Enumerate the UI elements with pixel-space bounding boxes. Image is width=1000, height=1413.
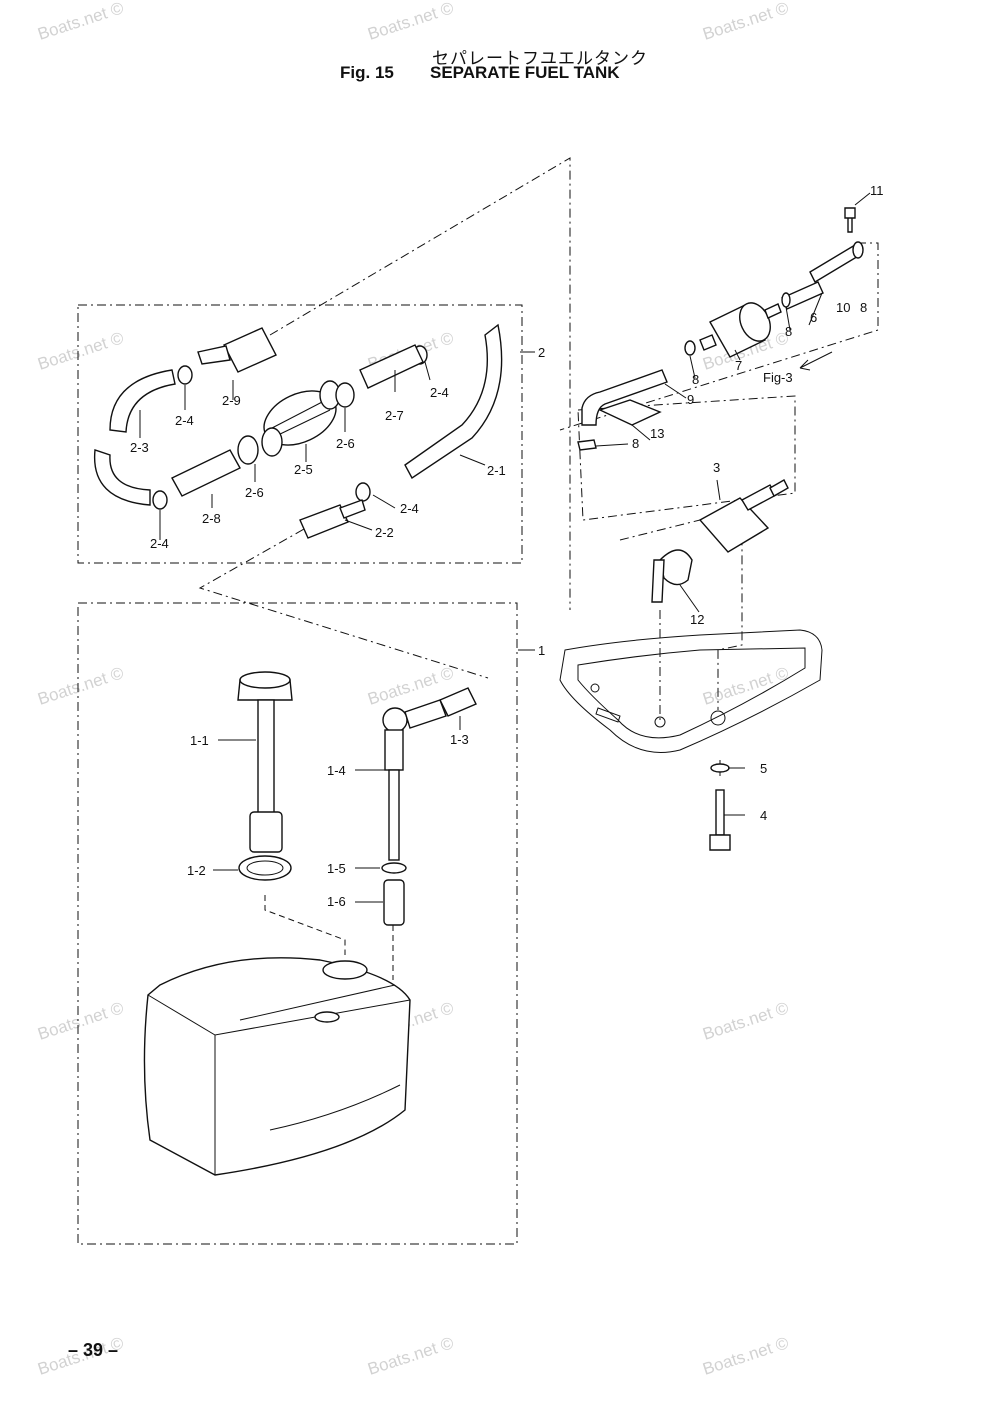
callout-2-4: 2-4 (175, 413, 194, 428)
clamp-2-4 (355, 482, 371, 502)
leader-connector-to-engine (269, 157, 571, 610)
hose-9 (581, 369, 668, 426)
callout-7: 7 (735, 358, 742, 373)
pickup-tube-1-4 (388, 769, 400, 861)
clip-8 (577, 439, 597, 451)
bolt-4 (715, 789, 725, 836)
callout-2-4: 2-4 (400, 501, 419, 516)
check-valve-2-8 (171, 449, 241, 497)
callout-11: 11 (870, 183, 884, 198)
engine-cowling (559, 629, 823, 753)
check-valve-2-7 (359, 344, 424, 389)
gauge-tube (257, 699, 275, 816)
callout-8: 8 (860, 300, 867, 315)
callout-12: 12 (690, 612, 704, 627)
callout-10: 10 (836, 300, 850, 315)
clip-8 (852, 241, 864, 259)
watermark: Boats.net © (35, 0, 126, 44)
callout-1-4: 1-4 (327, 763, 346, 778)
callout-2-6: 2-6 (336, 436, 355, 451)
callout-2-2: 2-2 (375, 525, 394, 540)
callout-2: 2 (538, 345, 545, 360)
screw-11 (844, 207, 856, 233)
leader-bracket-group (619, 509, 743, 710)
watermark: Boats.net © (700, 998, 791, 1044)
watermark: Boats.net © (365, 0, 456, 44)
callout-5: 5 (760, 761, 767, 776)
callout-2-7: 2-7 (385, 408, 404, 423)
connector-1-3 (439, 687, 477, 717)
washer-2-6 (237, 435, 259, 465)
o-ring-1-5 (381, 862, 407, 874)
watermark: Boats.net © (700, 1333, 791, 1379)
callout-2-1: 2-1 (487, 463, 506, 478)
callout-3: 3 (713, 460, 720, 475)
clamp-2-4 (177, 365, 193, 385)
fuel-joint-3 (698, 497, 770, 553)
watermark: Boats.net © (35, 328, 126, 374)
watermark-group: Boats.net © Boats.net © Boats.net © Boat… (35, 0, 791, 1379)
leader-connector-to-tank (198, 519, 489, 679)
fuel-tank-assembly (143, 671, 477, 1176)
callout-1-2: 1-2 (187, 863, 206, 878)
leader-fuel-filter-group (559, 242, 879, 431)
clip-12 (659, 549, 693, 586)
figure-title: SEPARATE FUEL TANK (430, 63, 620, 82)
clip-8 (684, 340, 696, 356)
callout-13: 13 (650, 426, 664, 441)
callout-8: 8 (692, 372, 699, 387)
page-number: – 39 – (68, 1340, 119, 1360)
callout-2-9: 2-9 (222, 393, 241, 408)
callout-leaders (139, 192, 871, 903)
plate-13 (598, 399, 662, 426)
washer-5 (710, 763, 730, 773)
group-box-fuel-tank (77, 602, 518, 1245)
connector-2-9 (223, 327, 277, 373)
hose-2-1 (404, 323, 503, 480)
callout-1-1: 1-1 (190, 733, 209, 748)
figure-number: Fig. 15 (340, 63, 394, 82)
watermark: Boats.net © (700, 0, 791, 44)
connector-2-2 (299, 504, 349, 539)
washer-2-6 (335, 382, 355, 408)
callout-8: 8 (632, 436, 639, 451)
clamp-2-4 (152, 490, 168, 510)
callout-4: 4 (760, 808, 767, 823)
callout-8: 8 (785, 324, 792, 339)
fuel-line-assembly (93, 323, 503, 539)
leader-joint-group (577, 395, 796, 521)
callout-2-5: 2-5 (294, 462, 313, 477)
hose-2-3 (109, 369, 176, 433)
elbow-1-4 (382, 707, 408, 733)
callout-2-8: 2-8 (202, 511, 221, 526)
callout-2-6: 2-6 (245, 485, 264, 500)
gasket-1-2 (238, 855, 292, 881)
watermark: Boats.net © (35, 998, 126, 1044)
tank-filler-neck (322, 960, 368, 980)
callout-2-4: 2-4 (150, 536, 169, 551)
callout-1-5: 1-5 (327, 861, 346, 876)
strainer-1-6 (383, 879, 405, 926)
callout-1: 1 (538, 643, 545, 658)
callout-labels: 11 8 10 6 8 8 7 Fig-3 9 13 8 3 12 5 4 2 … (130, 183, 884, 909)
engine-side-parts (577, 207, 864, 851)
callout-9: 9 (687, 392, 694, 407)
clip-8 (781, 292, 791, 308)
callout-1-6: 1-6 (327, 894, 346, 909)
callout-2-4: 2-4 (430, 385, 449, 400)
watermark: Boats.net © (365, 1333, 456, 1379)
watermark: Boats.net © (35, 663, 126, 709)
callout-2-3: 2-3 (130, 440, 149, 455)
arrow-to-fig-3 (799, 351, 833, 371)
title-japanese: セパレートフユエルタンク (432, 49, 648, 69)
tank-outlet-port (314, 1011, 340, 1023)
callout-6: 6 (810, 310, 817, 325)
callout-1-3: 1-3 (450, 732, 469, 747)
callout-fig-3: Fig-3 (763, 370, 793, 385)
